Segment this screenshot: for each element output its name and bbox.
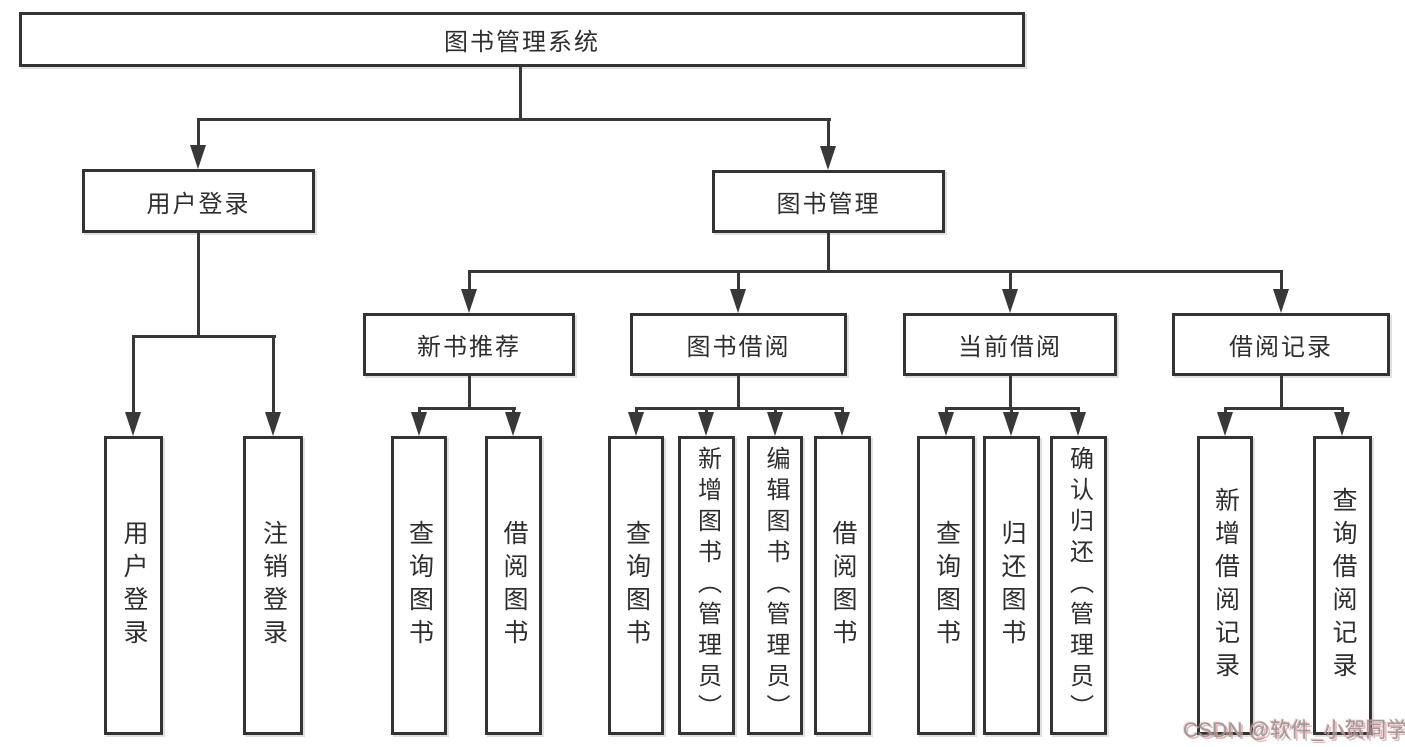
connector-arrow [1217,412,1233,436]
node-new-book-recommend: 新书推荐 [363,313,575,376]
connector-arrow [190,145,206,169]
connector-arrow [938,412,954,436]
connector-arrow [125,412,141,436]
node-label: 归还图书 [998,519,1026,652]
leaf-borrow-books: 借阅图书 [814,436,871,735]
connector-arrow [767,412,783,436]
connector-line [737,270,740,292]
node-label: 新增图书（管理员） [693,446,721,725]
connector-line [1280,376,1283,409]
connector-arrow [834,412,850,436]
connector-arrow [505,412,521,436]
node-label: 借阅图书 [500,519,528,652]
connector-arrow [730,289,746,313]
node-book-borrow: 图书借阅 [630,313,847,376]
connector-line [827,233,830,272]
connector-line [418,407,516,410]
connector-arrow [1273,289,1289,313]
connector-line [827,118,830,149]
connector-line [468,376,471,409]
leaf-add-borrow-record: 新增借阅记录 [1197,436,1253,735]
node-label: 查询图书 [622,519,651,652]
leaf-borrow-books-recommend: 借阅图书 [485,436,542,735]
node-label: 用户登录 [120,519,148,652]
leaf-query-borrow-record: 查询借阅记录 [1313,436,1372,735]
connector-line [1280,270,1283,292]
leaf-query-books-recommend: 查询图书 [391,436,447,735]
node-borrow-records: 借阅记录 [1172,313,1390,376]
node-label: 新增借阅记录 [1211,486,1240,685]
node-label: 查询图书 [405,519,434,652]
connector-arrow [1002,289,1018,313]
connector-arrow [698,412,714,436]
node-label: 新书推荐 [417,334,521,361]
connector-arrow [628,412,644,436]
node-label: 查询图书 [932,519,961,652]
connector-line [1009,376,1012,409]
connector-line [737,376,740,409]
leaf-query-books-borrow: 查询图书 [608,436,664,735]
connector-line [132,335,276,338]
node-label: 当前借阅 [958,334,1062,361]
node-label: 借阅记录 [1229,334,1333,361]
leaf-add-book-admin: 新增图书（管理员） [678,436,735,735]
connector-line [468,270,471,292]
node-label: 查询借阅记录 [1329,486,1357,685]
connector-arrow [1334,412,1350,436]
leaf-edit-book-admin: 编辑图书（管理员） [747,436,803,735]
csdn-watermark: CSDN @软件_小贺同学 [1183,719,1405,742]
node-label: 图书管理 [776,191,881,218]
connector-line [468,270,1283,273]
node-label: 图书借阅 [686,334,791,361]
node-label: 注销登录 [259,519,288,652]
leaf-confirm-return-admin: 确认归还（管理员） [1050,436,1107,735]
node-label: 确认归还（管理员） [1065,446,1093,725]
leaf-return-book: 归还图书 [983,436,1040,735]
node-current-borrow: 当前借阅 [903,313,1117,376]
connector-arrow [1070,412,1086,436]
connector-arrow [461,289,477,313]
leaf-logout-login: 注销登录 [243,436,303,735]
connector-arrow [265,412,281,436]
connector-arrow [411,412,427,436]
node-label: 图书管理系统 [444,29,600,56]
connector-arrow [820,146,836,170]
connector-line [197,118,200,148]
node-label: 编辑图书（管理员） [762,446,789,725]
node-label: 借阅图书 [829,519,857,652]
connector-arrow [1003,412,1019,436]
connector-line [635,407,844,410]
node-library-management-system: 图书管理系统 [19,12,1025,67]
node-user-login: 用户登录 [82,169,315,233]
connector-line [519,67,522,120]
leaf-query-books-current: 查询图书 [917,436,975,735]
connector-line [197,118,831,121]
leaf-user-login: 用户登录 [104,436,163,735]
connector-line [132,335,135,416]
node-label: 用户登录 [146,190,251,218]
connector-line [197,233,200,337]
connector-line [272,335,275,416]
connector-line [1224,407,1344,410]
node-book-management: 图书管理 [712,170,945,233]
connector-line [1009,270,1012,292]
